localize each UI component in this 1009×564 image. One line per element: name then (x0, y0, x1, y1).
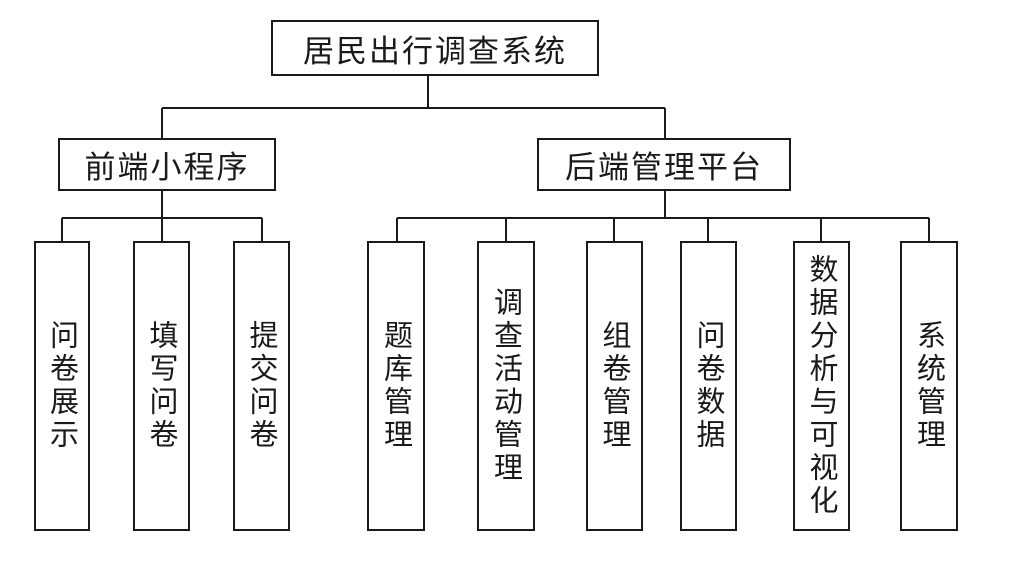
leaf-label: 系统管理 (912, 320, 947, 452)
leaf-label: 数据分析与可视化 (805, 254, 839, 518)
leaf-label: 填写问卷 (145, 320, 179, 452)
root-label: 居民出行调查系统 (303, 33, 567, 70)
leaf-label: 问卷展示 (45, 320, 80, 452)
leaf-node-backend: 调查活动管理 (477, 241, 535, 531)
root-node: 居民出行调查系统 (271, 20, 599, 76)
leaf-label: 问卷数据 (692, 320, 726, 452)
leaf-label: 题库管理 (379, 320, 414, 452)
frontend-label: 前端小程序 (84, 150, 250, 186)
leaf-label: 提交问卷 (245, 320, 279, 452)
leaf-node-backend: 组卷管理 (586, 241, 643, 531)
leaf-label: 组卷管理 (598, 320, 632, 452)
leaf-node-frontend: 填写问卷 (133, 241, 190, 531)
frontend-node: 前端小程序 (58, 138, 276, 191)
leaf-node-backend: 数据分析与可视化 (793, 241, 850, 531)
backend-label: 后端管理平台 (565, 150, 763, 186)
leaf-node-frontend: 问卷展示 (34, 241, 90, 531)
leaf-label: 调查活动管理 (489, 287, 524, 485)
leaf-node-frontend: 提交问卷 (233, 241, 290, 531)
leaf-node-backend: 问卷数据 (680, 241, 737, 531)
backend-node: 后端管理平台 (537, 138, 791, 191)
leaf-node-backend: 题库管理 (367, 241, 425, 531)
leaf-node-backend: 系统管理 (900, 241, 958, 531)
